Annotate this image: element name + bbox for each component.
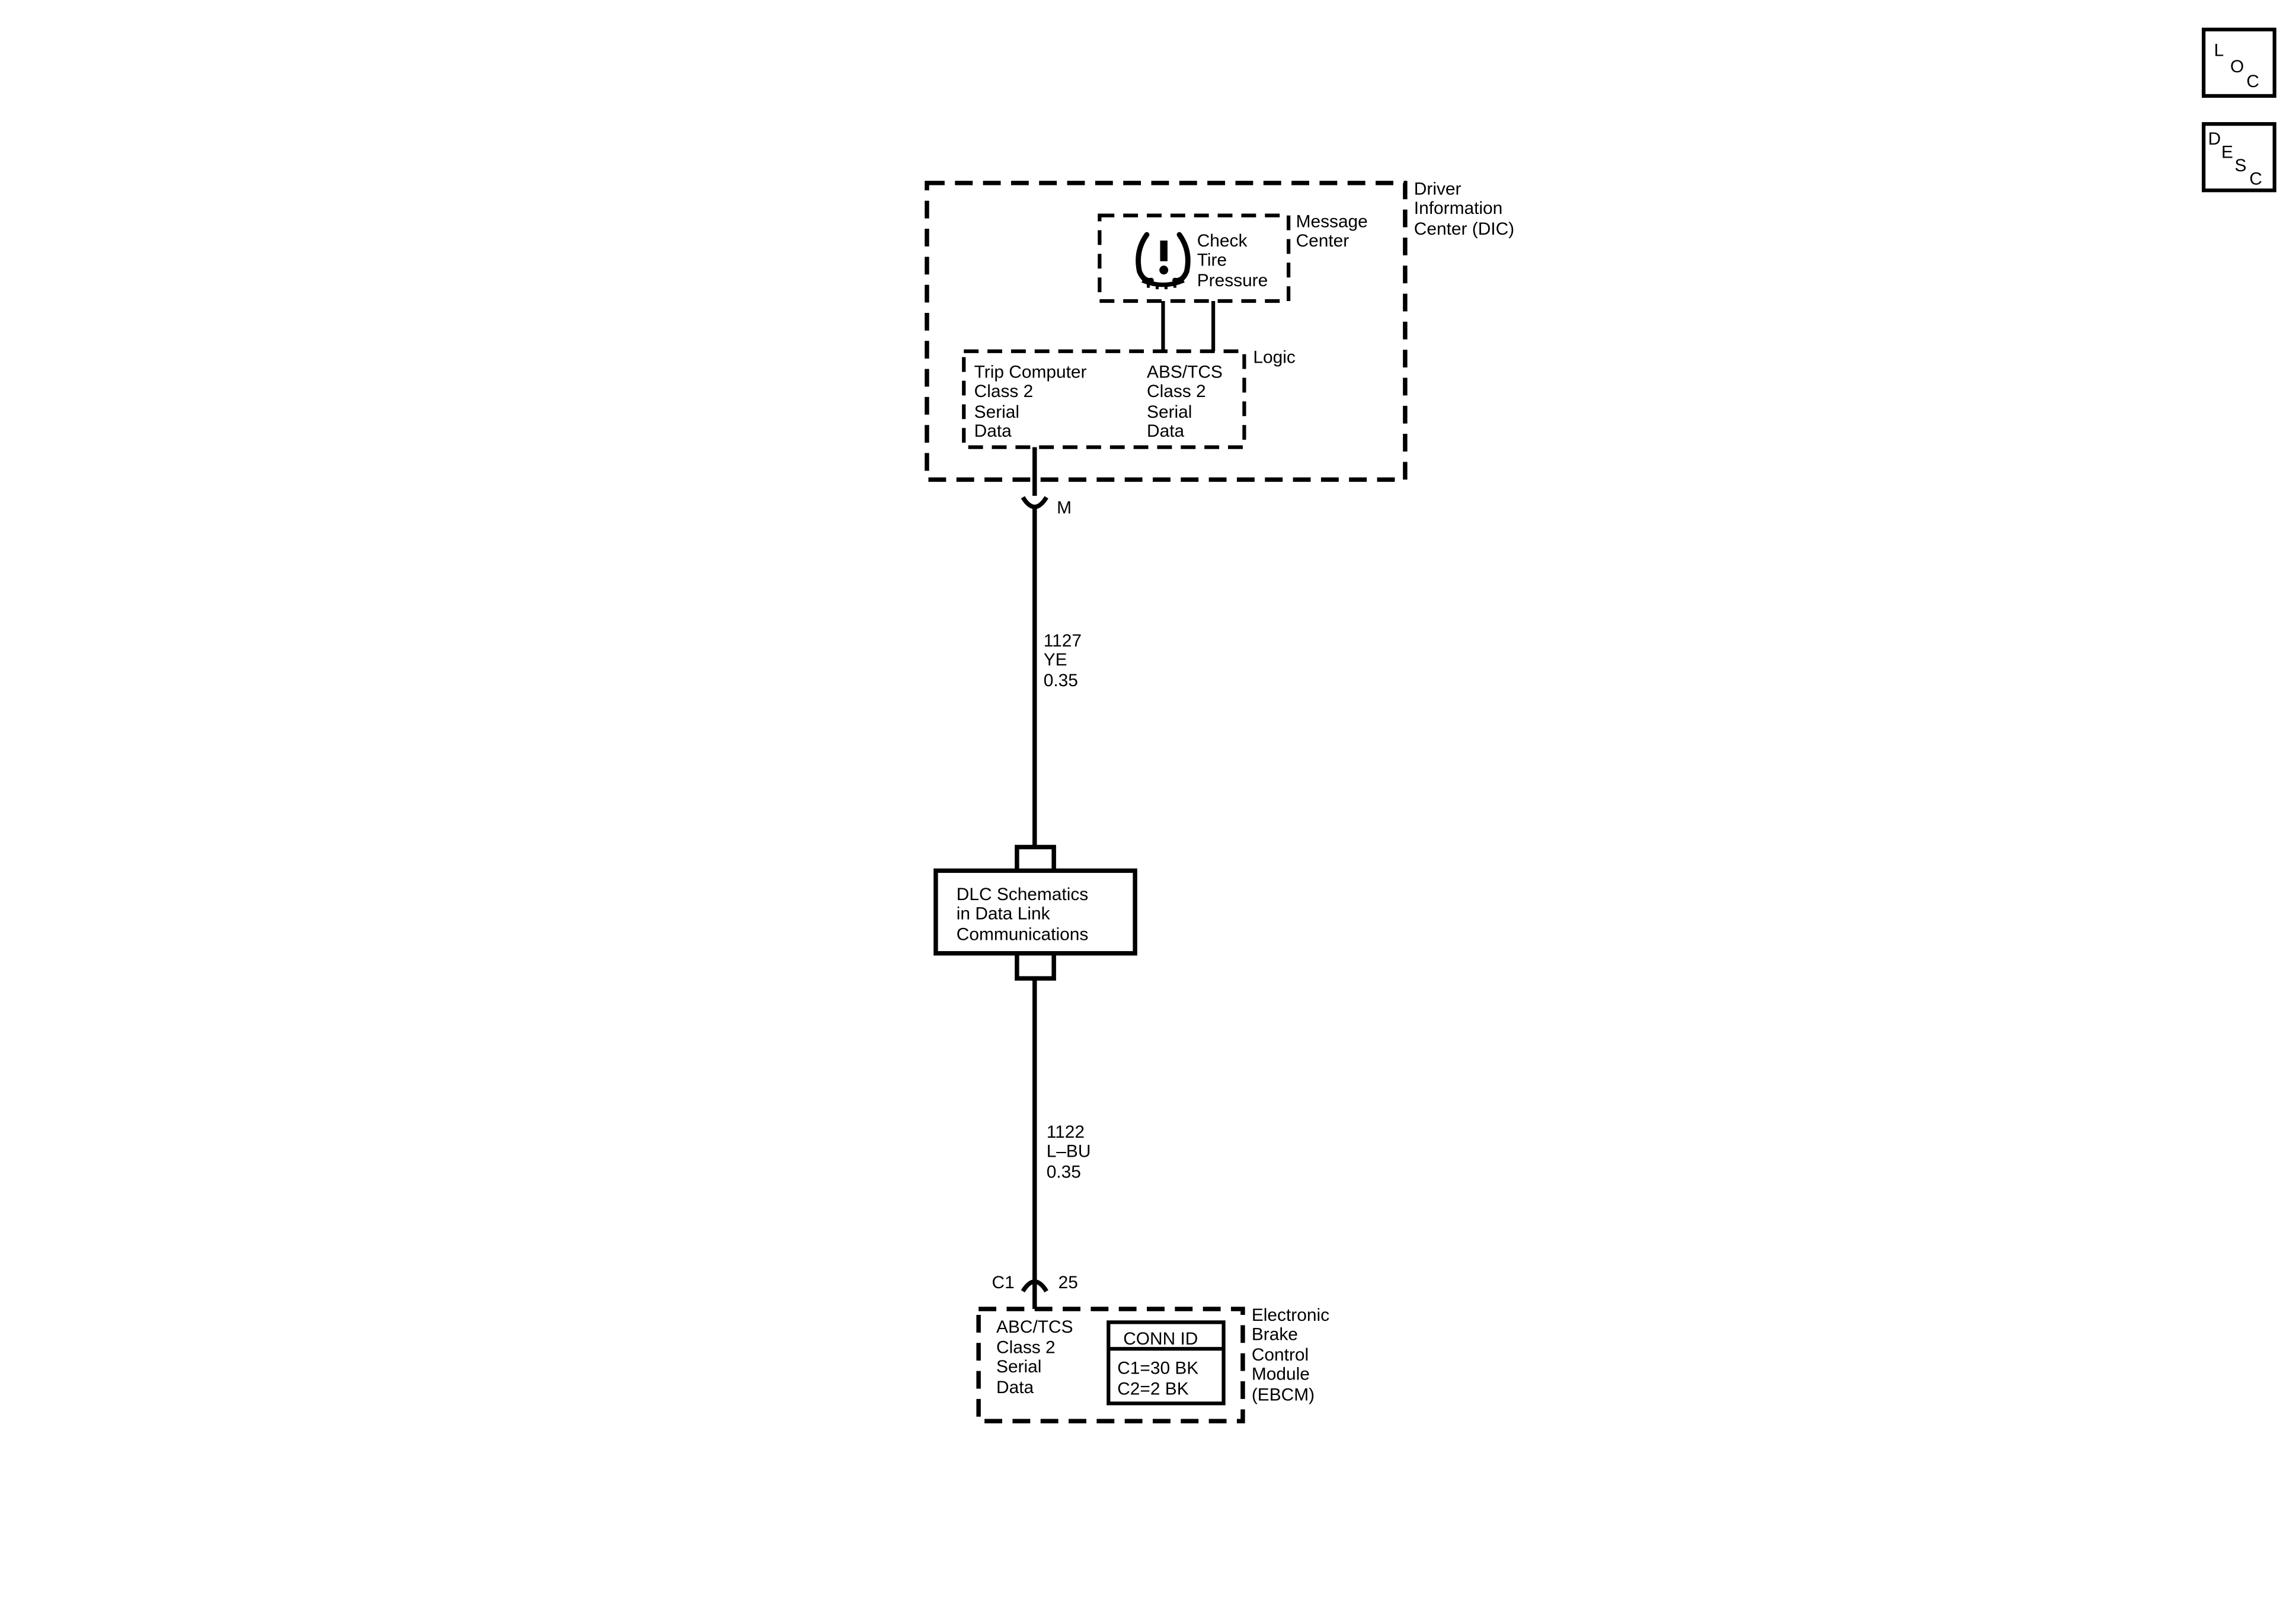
loc-button[interactable]: L O C <box>2202 27 2276 98</box>
svg-text:ABC/TCS: ABC/TCS <box>996 1317 1073 1337</box>
svg-text:Data: Data <box>974 421 1012 441</box>
message-center-to-logic-links <box>1161 301 1216 351</box>
svg-text:Tire: Tire <box>1197 250 1227 270</box>
svg-text:Center: Center <box>1296 231 1350 251</box>
message-center-box <box>1098 213 1291 303</box>
desc-letter-s: S <box>2234 156 2246 175</box>
svg-text:Center (DIC): Center (DIC) <box>1414 219 1514 239</box>
dlc-schematics-link[interactable]: DLC Schematics in Data Link Communicatio… <box>933 868 1137 956</box>
svg-text:Message: Message <box>1296 212 1368 232</box>
dlc-top-tab <box>1015 844 1056 871</box>
logic-label: Logic <box>1253 348 1295 367</box>
wire-1122-label: 1122 L–BU 0.35 <box>1047 1122 1091 1182</box>
svg-text:Class 2: Class 2 <box>996 1338 1056 1358</box>
message-center-label: Message Center <box>1296 212 1368 251</box>
wire-1127-label: 1127 YE 0.35 <box>1044 631 1082 690</box>
svg-text:Class 2: Class 2 <box>974 382 1034 401</box>
dic-label: Driver Information Center (DIC) <box>1414 180 1514 239</box>
svg-text:0.35: 0.35 <box>1047 1162 1081 1182</box>
svg-text:Driver: Driver <box>1414 180 1462 199</box>
abs-tcs-serial-data-text: ABS/TCS Class 2 Serial Data <box>1147 363 1223 441</box>
svg-text:Information: Information <box>1414 199 1502 218</box>
svg-text:L–BU: L–BU <box>1047 1141 1091 1161</box>
svg-text:Control: Control <box>1252 1345 1309 1365</box>
svg-text:0.35: 0.35 <box>1044 671 1078 690</box>
svg-text:Module: Module <box>1252 1365 1310 1384</box>
trip-computer-serial-data-text: Trip Computer Class 2 Serial Data <box>974 363 1087 441</box>
dlc-bottom-tab <box>1015 955 1056 981</box>
svg-text:Pressure: Pressure <box>1197 271 1268 290</box>
check-tire-pressure-text: Check Tire Pressure <box>1197 231 1268 290</box>
connector-m-label: M <box>1057 498 1072 518</box>
loc-letter-o: O <box>2230 57 2244 76</box>
desc-letter-e: E <box>2221 142 2233 162</box>
svg-text:Serial: Serial <box>996 1357 1041 1377</box>
dlc-text-line-3: Communications <box>957 924 1089 944</box>
connector-c1-symbol <box>1021 1279 1048 1293</box>
ebcm-module-box <box>976 1307 1245 1423</box>
loc-letter-c: C <box>2246 72 2259 91</box>
connector-c1-label: C1 <box>992 1273 1015 1292</box>
svg-text:1127: 1127 <box>1044 631 1082 651</box>
svg-text:(EBCM): (EBCM) <box>1252 1385 1315 1404</box>
loc-letter-l: L <box>2214 41 2224 60</box>
svg-text:Serial: Serial <box>974 402 1019 422</box>
dic-module-box <box>925 181 1408 482</box>
svg-text:Check: Check <box>1197 231 1248 251</box>
svg-text:1122: 1122 <box>1047 1122 1085 1142</box>
desc-letter-c: C <box>2249 169 2262 188</box>
connector-m-symbol <box>1021 496 1048 510</box>
svg-text:Serial: Serial <box>1147 402 1192 422</box>
svg-text:Data: Data <box>996 1378 1034 1397</box>
desc-letter-d: D <box>2208 129 2221 149</box>
svg-text:Data: Data <box>1147 421 1184 441</box>
svg-text:Electronic: Electronic <box>1252 1305 1329 1325</box>
svg-text:Trip Computer: Trip Computer <box>974 363 1087 382</box>
svg-text:Brake: Brake <box>1252 1324 1298 1344</box>
conn-id-header: CONN ID <box>1123 1329 1198 1349</box>
desc-button[interactable]: D E S C <box>2202 122 2276 193</box>
ebcm-label: Electronic Brake Control Module (EBCM) <box>1252 1305 1329 1404</box>
conn-id-table: CONN ID C1=30 BK C2=2 BK <box>1107 1320 1226 1406</box>
conn-id-row-c1: C1=30 BK <box>1117 1359 1198 1378</box>
svg-text:ABS/TCS: ABS/TCS <box>1147 363 1223 382</box>
dlc-text-line-1: DLC Schematics <box>957 885 1088 904</box>
connector-pin-label: 25 <box>1059 1273 1078 1292</box>
conn-id-row-c2: C2=2 BK <box>1117 1379 1188 1398</box>
svg-text:Class 2: Class 2 <box>1147 382 1206 401</box>
dlc-text-line-2: in Data Link <box>957 904 1050 924</box>
tire-pressure-warning-icon <box>1136 232 1191 290</box>
svg-text:YE: YE <box>1044 650 1067 670</box>
ebcm-serial-data-text: ABC/TCS Class 2 Serial Data <box>996 1317 1073 1397</box>
